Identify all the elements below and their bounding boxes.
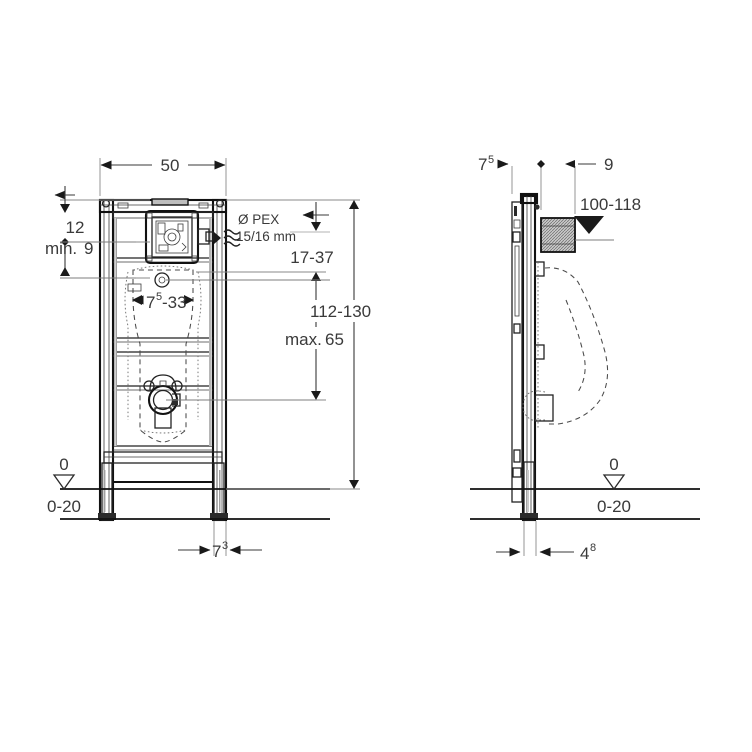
- flush-valve-assembly: [144, 209, 214, 265]
- dim-label-front-foot-base: 7: [212, 542, 221, 561]
- dim-side-offset-right: 9: [565, 155, 613, 214]
- dim-label-front-max-prefix: max.: [285, 330, 322, 349]
- side-elevation-view: [470, 192, 700, 522]
- datum-label-side-tolerance: 0-20: [597, 497, 631, 516]
- datum-label-side-zero: 0: [609, 455, 618, 474]
- dim-label-side-drain-height: 100-118: [580, 195, 641, 214]
- dim-label-front-top-offset: 12: [66, 218, 85, 237]
- dim-side-drain-height: 100-118: [574, 195, 641, 241]
- datum-label-front-tolerance: 0-20: [47, 497, 81, 516]
- dim-label-front-width: 50: [161, 156, 180, 175]
- front-frame-structure: [98, 198, 228, 522]
- dim-side-offset-left: 7 5: [478, 154, 545, 210]
- datum-label-front-zero: 0: [59, 455, 68, 474]
- datum-symbol-front: 0 0-20: [47, 455, 81, 516]
- datum-symbol-side: 0 0-20: [597, 455, 631, 516]
- urinal-profile-side-dashed: [522, 267, 609, 425]
- dim-label-front-foot-sup: 3: [222, 540, 228, 552]
- dim-front-max-65: max. 65: [196, 271, 350, 401]
- dim-front-bracket-spacing: 7 5 -33: [132, 290, 194, 312]
- dim-label-front-total-height: 112-130: [310, 302, 371, 321]
- urinal-outline-front-dashed: [124, 265, 202, 443]
- front-elevation-view: [60, 198, 330, 522]
- dim-label-front-min-value: 9: [84, 239, 93, 258]
- dim-label-side-offset-left-sup: 5: [488, 154, 494, 166]
- dim-label-front-min-prefix: min.: [45, 239, 77, 258]
- callout-pex-connection: Ø PEX 15/16 mm: [236, 212, 296, 244]
- dim-front-total-height: 112-130: [226, 199, 396, 490]
- dim-label-front-bracket-sup: 5: [156, 291, 162, 303]
- water-supply-wave-icon: [214, 229, 241, 247]
- dim-label-side-foot-base: 4: [580, 544, 589, 563]
- dim-label-front-max-value: 65: [325, 330, 344, 349]
- dim-label-front-bracket-rest: -33: [162, 293, 187, 312]
- dim-front-foot-depth: 7 3: [178, 521, 262, 561]
- front-leader-lines: [60, 241, 330, 401]
- callout-label-pex-size: 15/16 mm: [236, 229, 296, 244]
- dim-label-front-inlet-height: 17-37: [290, 248, 333, 267]
- dim-label-side-offset-left-base: 7: [478, 155, 487, 174]
- callout-label-pex: Ø PEX: [238, 212, 279, 227]
- dim-side-foot-depth: 4 8: [496, 521, 596, 563]
- dim-label-side-foot-sup: 8: [590, 542, 596, 554]
- drain-connector-front: [143, 374, 183, 429]
- dim-front-width-50: 50: [99, 153, 227, 196]
- dim-label-side-offset-right: 9: [604, 155, 613, 174]
- dim-front-top-offset-12: 12: [54, 186, 150, 237]
- dim-label-front-bracket-base: 7: [146, 293, 155, 312]
